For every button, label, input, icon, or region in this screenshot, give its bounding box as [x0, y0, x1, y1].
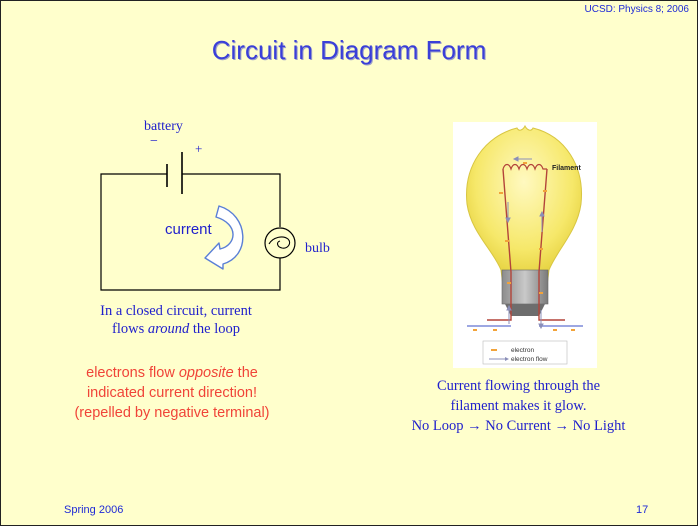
- legend-box: [482, 340, 568, 365]
- footer-term: Spring 2006: [64, 504, 124, 516]
- warning-line: electrons flow opposite the: [86, 365, 258, 381]
- filament-coil: [502, 163, 547, 171]
- caption-line: In a closed circuit, current: [100, 303, 252, 319]
- bulb-symbol: [264, 227, 296, 259]
- circuit-wire: [100, 173, 281, 291]
- caption-line: filament makes it glow.: [450, 398, 587, 414]
- bulb-caption: Current flowing through the filament mak…: [346, 376, 691, 436]
- caption-line: No Loop → No Current → No Light: [411, 418, 626, 434]
- current-label: current: [165, 221, 212, 238]
- positive-sign: +: [195, 141, 203, 156]
- warning-line: indicated current direction!: [86, 385, 258, 401]
- caption-line: flows around the loop: [112, 321, 240, 337]
- bulb-base: [501, 269, 549, 305]
- legend-flow-label: electron flow: [511, 356, 548, 363]
- negative-sign: −: [150, 134, 158, 149]
- circuit-wire: [182, 173, 281, 227]
- bulb-drawing: [466, 124, 583, 365]
- warning-line: (repelled by negative terminal): [74, 405, 270, 421]
- page-number: 17: [636, 504, 649, 516]
- bulb-glass: [466, 124, 583, 287]
- circuit-caption: In a closed circuit, current flows aroun…: [56, 302, 296, 338]
- legend-electron-label: electron: [511, 347, 535, 354]
- filament-label: Filament: [552, 165, 581, 172]
- caption-line: Current flowing through the: [436, 378, 601, 394]
- slide-title: Circuit in Diagram Form: [211, 35, 487, 65]
- electron-warning: electrons flow opposite the indicated cu…: [21, 363, 323, 423]
- battery-label: battery: [144, 119, 183, 134]
- bulb-illustration: [453, 122, 597, 368]
- bulb-label: bulb: [305, 241, 330, 256]
- current-arrow-icon: [204, 205, 244, 270]
- course-header: UCSD: Physics 8; 2006: [584, 4, 690, 15]
- electron-dots: [473, 162, 575, 331]
